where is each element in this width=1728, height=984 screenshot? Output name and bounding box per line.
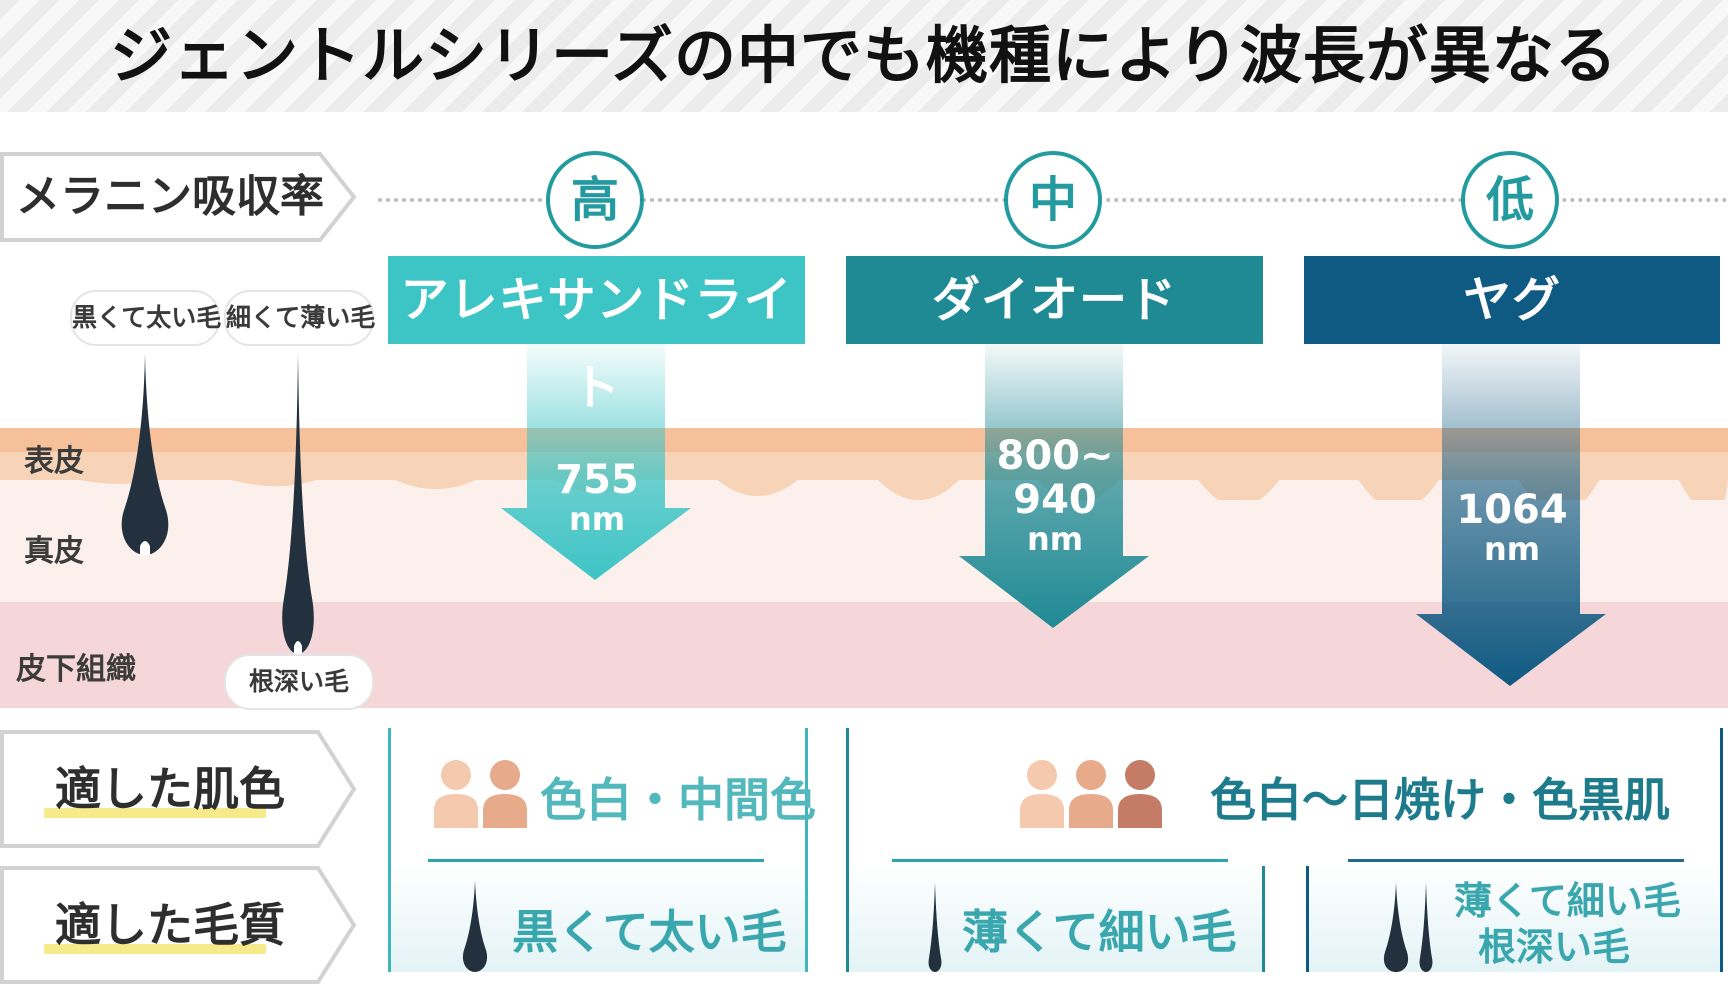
epidermis-label: 表皮	[24, 444, 84, 479]
separator-line	[892, 859, 1228, 862]
wavelength-value: 940	[1013, 477, 1097, 523]
subcutaneous-label: 皮下組織	[16, 652, 136, 687]
hair-type-yag-line1: 薄くて細い毛	[1454, 879, 1681, 923]
panel-border	[388, 728, 391, 972]
thick-hair-icon	[121, 354, 169, 555]
skin-wavy-edge	[0, 470, 1728, 500]
yag-arrow-icon	[1416, 344, 1606, 686]
wavelength-diode: 800~ 940 nm	[955, 434, 1155, 556]
hair-type-pill-thick: 黒くて太い毛	[70, 290, 221, 346]
epidermis-top-band	[0, 428, 1728, 452]
wavelength-value: 755	[555, 457, 639, 503]
suitable-skin-label: 適した肌色	[0, 730, 357, 848]
absorption-badge-low: 低	[1461, 151, 1559, 249]
text-highlight	[44, 944, 266, 954]
melanin-absorption-text: メラニン吸収率	[16, 171, 324, 222]
thick-hair-icon	[462, 880, 488, 972]
wavelength-value: 1064	[1456, 487, 1568, 533]
wavelength-value: 800~	[996, 433, 1114, 479]
panel-border	[1720, 728, 1723, 972]
laser-header-diode: ダイオード	[846, 256, 1263, 344]
text-highlight	[44, 808, 266, 818]
separator-line	[1348, 859, 1684, 862]
panel-border	[846, 728, 849, 972]
dermis-label: 真皮	[24, 534, 84, 569]
panel-border	[1306, 866, 1309, 972]
thin-hair-icon	[928, 882, 942, 972]
header-banner	[0, 0, 1728, 112]
separator-line	[428, 859, 764, 862]
wavelength-unit: nm	[568, 500, 626, 538]
alexandrite-arrow-icon	[501, 344, 691, 580]
panel-border	[805, 728, 808, 972]
skin-tone-alexandrite: 色白・中間色	[540, 773, 816, 827]
suitable-skin-text: 適した肌色	[55, 762, 285, 816]
laser-header-yag: ヤグ	[1304, 256, 1720, 344]
hair-type-yag-line2: 根深い毛	[1477, 925, 1630, 969]
page-title: ジェントルシリーズの中でも機種により波長が異なる	[110, 19, 1618, 92]
skin-tone-people-icon	[1020, 760, 1162, 828]
hair-type-alexandrite: 黒くて太い毛	[512, 905, 787, 959]
hair-type-yag: 薄くて細い毛 根深い毛	[1454, 878, 1681, 970]
hair-type-diode: 薄くて細い毛	[962, 905, 1237, 959]
thin-deep-hair-icon	[1383, 882, 1433, 972]
skin-tone-people-icon	[434, 760, 527, 828]
hair-type-pill-deep: 根深い毛	[224, 654, 374, 710]
suitable-hair-label: 適した毛質	[0, 866, 357, 984]
deep-root-hair-icon	[282, 352, 314, 654]
diode-arrow-icon	[959, 344, 1149, 628]
wavelength-alexandrite: 755 nm	[497, 458, 697, 536]
wavelength-unit: nm	[1483, 530, 1541, 568]
absorption-badge-medium: 中	[1004, 151, 1102, 249]
hair-type-pill-thin: 細くて薄い毛	[224, 290, 375, 346]
panel-border	[1262, 866, 1265, 972]
laser-header-alexandrite: アレキサンドライト	[388, 256, 805, 416]
suitable-hair-text: 適した毛質	[55, 898, 285, 952]
cell-gap	[1265, 866, 1306, 972]
wavelength-yag: 1064 nm	[1412, 488, 1612, 566]
skin-tone-diode-yag: 色白〜日焼け・色黒肌	[1210, 773, 1670, 827]
chevron-shape	[0, 152, 357, 242]
absorption-badge-high: 高	[546, 151, 644, 249]
melanin-absorption-label: メラニン吸収率	[0, 152, 357, 242]
wavelength-unit: nm	[1026, 520, 1084, 558]
